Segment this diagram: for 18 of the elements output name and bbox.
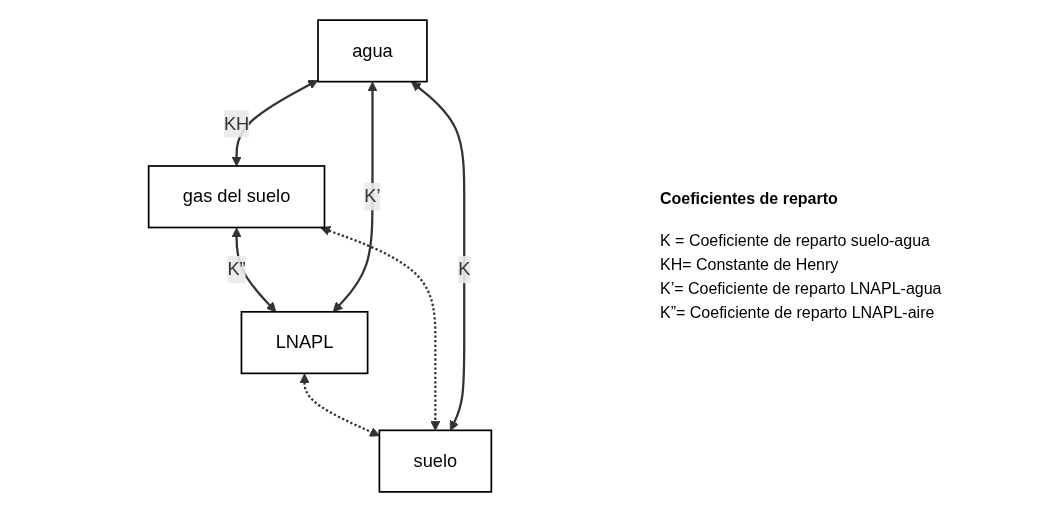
definition-text: K’= Coeficiente de reparto LNAPL-agua	[660, 278, 942, 299]
definition-text: K = Coeficiente de reparto suelo-agua	[660, 230, 931, 251]
edge-label: K”	[227, 258, 246, 279]
legend-heading: Coeficientes de reparto	[660, 188, 839, 209]
node-box: gas del suelo	[147, 164, 326, 228]
node-box: LNAPL	[240, 310, 369, 374]
definition-text: K”= Coeficiente de reparto LNAPL-aire	[660, 302, 936, 323]
edge-label: K’	[364, 185, 381, 206]
edge-label: K	[458, 258, 471, 279]
arrow	[231, 79, 319, 166]
arrow	[411, 81, 466, 431]
arrow	[332, 81, 378, 312]
definition-text: KH= Constante de Henry	[660, 254, 840, 275]
node-box: suelo	[378, 429, 493, 493]
arrow	[299, 372, 380, 437]
node-box: agua	[317, 18, 428, 82]
arrow	[320, 225, 441, 431]
edge-label: KH	[223, 113, 250, 133]
